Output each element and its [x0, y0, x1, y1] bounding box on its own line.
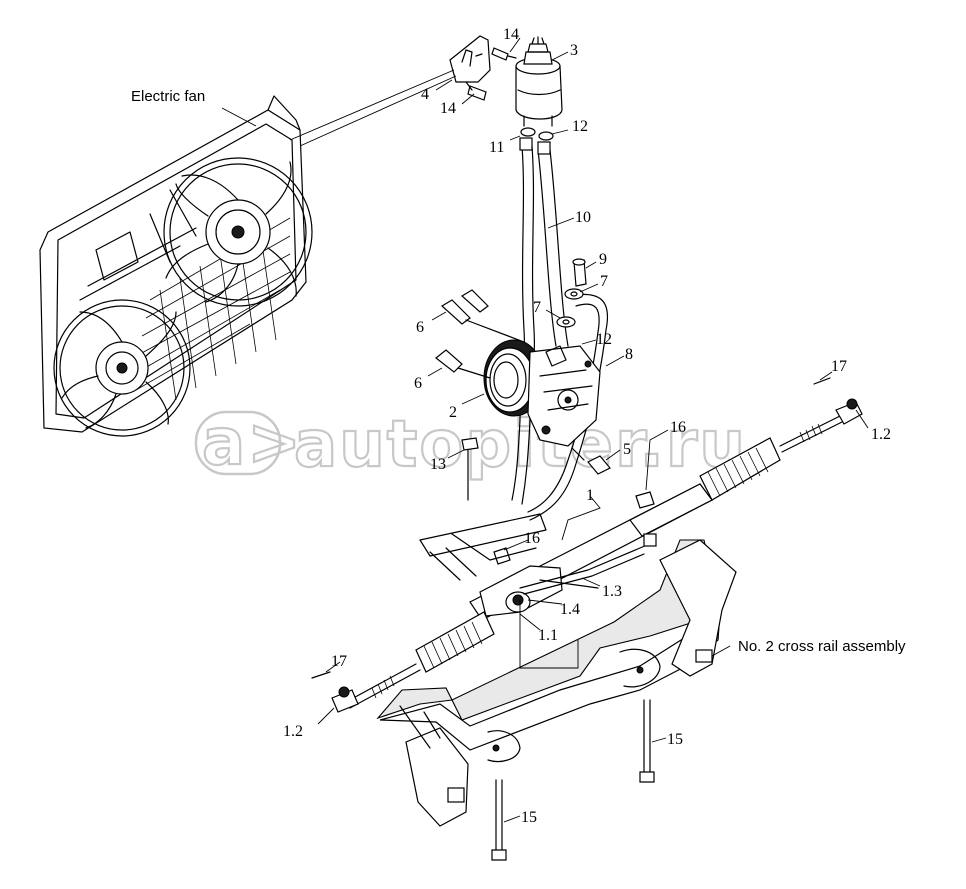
callout-7-lower: 7 — [533, 299, 541, 316]
steering-gear-assembly — [311, 377, 863, 713]
callout-1-2-left: 1.2 — [283, 723, 303, 740]
bolt-14-upper — [491, 47, 517, 61]
bolt-13 — [461, 437, 479, 501]
bolt-14-lower — [465, 81, 487, 101]
hose-clamp-12 — [538, 131, 554, 141]
callout-4: 4 — [421, 86, 429, 103]
callout-12-lower: 12 — [596, 331, 612, 348]
washer-7-upper — [564, 288, 584, 300]
callout-6-upper: 6 — [416, 319, 424, 336]
callout-14-upper: 14 — [503, 26, 519, 43]
callout-14-lower: 14 — [440, 100, 456, 117]
callout-5: 5 — [623, 441, 631, 458]
callout-labels: Electric fan No. 2 cross rail assembly 1… — [131, 26, 906, 826]
callout-1-3: 1.3 — [602, 583, 622, 600]
callout-16-upper: 16 — [670, 419, 686, 436]
power-steering-reservoir — [515, 36, 563, 127]
callout-1-2-right: 1.2 — [871, 426, 891, 443]
power-steering-pump — [483, 339, 601, 447]
callout-12-upper: 12 — [572, 118, 588, 135]
hose-clamp-11 — [520, 127, 536, 137]
callout-6-lower: 6 — [414, 375, 422, 392]
pump-bolt-6-lower — [435, 349, 491, 379]
callout-15-left: 15 — [521, 809, 537, 826]
leader-lines — [221, 37, 869, 823]
callout-1-4: 1.4 — [560, 601, 580, 618]
callout-13: 13 — [430, 456, 446, 473]
callout-9: 9 — [599, 251, 607, 268]
pump-bolt-5 — [571, 447, 611, 475]
rail-bolt-15-right — [639, 699, 655, 783]
callout-2: 2 — [449, 404, 457, 421]
electric-fan-assembly — [39, 95, 313, 437]
callout-1-1: 1.1 — [538, 627, 558, 644]
banjo-bolt-9 — [572, 258, 587, 287]
rack-pipe-bracket — [419, 513, 547, 581]
no2-cross-rail-assembly — [376, 539, 737, 827]
callout-17-lower: 17 — [331, 653, 347, 670]
rail-bolt-15-left — [491, 779, 507, 861]
callout-8: 8 — [625, 346, 633, 363]
callout-7-upper: 7 — [600, 273, 608, 290]
callout-17-upper: 17 — [831, 358, 847, 375]
electric-fan-label: Electric fan — [131, 88, 205, 105]
callout-3: 3 — [570, 42, 578, 59]
callout-10: 10 — [575, 209, 591, 226]
washer-7-lower — [556, 316, 576, 328]
callout-15-right: 15 — [667, 731, 683, 748]
cross-rail-label: No. 2 cross rail assembly — [738, 638, 906, 655]
watermark-mark: a> — [202, 406, 303, 480]
callout-1: 1 — [586, 487, 594, 504]
callout-11: 11 — [489, 139, 504, 156]
pump-bolt-6-upper — [440, 289, 525, 343]
reservoir-bracket — [449, 35, 491, 83]
callout-16-lower: 16 — [524, 530, 540, 547]
